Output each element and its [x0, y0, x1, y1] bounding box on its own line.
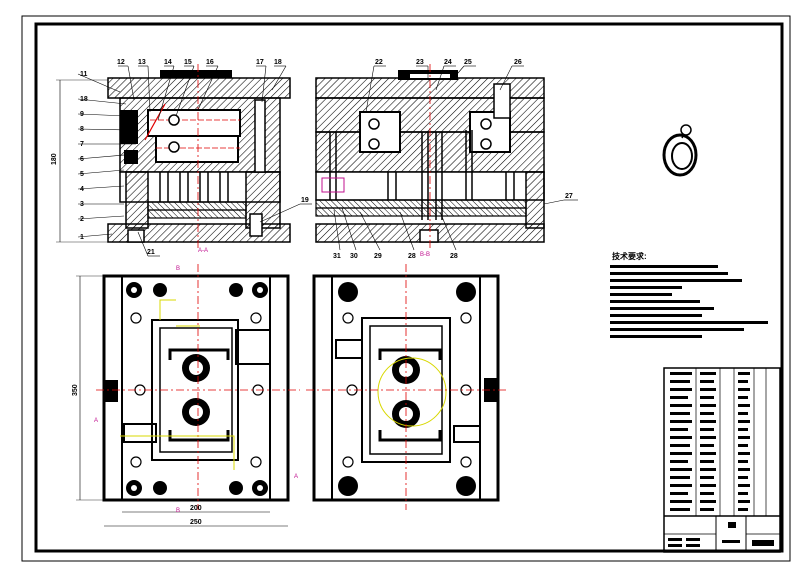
callout-label: 9	[80, 111, 84, 118]
technical-requirements: 技术要求:	[610, 251, 768, 338]
top-right-callout-labels: 22 23 24 25 26	[375, 59, 522, 66]
section-mark-label: B	[176, 508, 180, 514]
callout-label: 18	[274, 59, 282, 66]
callout-label: 29	[374, 253, 382, 260]
section-mark-label: B	[176, 266, 180, 272]
callout-label: 2	[80, 216, 84, 223]
callout-label: 12	[117, 59, 125, 66]
plan-height-dimension: 350	[72, 384, 79, 396]
callout-label: 15	[184, 59, 192, 66]
plan-view-right	[306, 264, 506, 510]
svg-text:A-A: A-A	[198, 248, 208, 254]
svg-text:B-B: B-B	[420, 252, 430, 258]
left-callout-labels: 11 18 9 8 7 6 5 4 3 2 1	[80, 71, 88, 241]
callout-label: 18	[80, 96, 88, 103]
callout-label: 14	[164, 59, 172, 66]
callout-label: 6	[80, 156, 84, 163]
callout-label: 11	[80, 71, 88, 78]
plan-outer-width-dimension: 250	[190, 519, 202, 526]
part-isometric-ring	[662, 124, 698, 177]
plan-inner-width-dimension: 200	[190, 505, 202, 512]
callout-label: 13	[138, 59, 146, 66]
callout-label: 24	[444, 59, 452, 66]
callout-label: 3	[80, 201, 84, 208]
callout-label: 1	[80, 234, 84, 241]
callout-label: 25	[464, 59, 472, 66]
front-section-view: 180 11 18 9 8 7 6 5 4 3 2 1	[51, 59, 312, 257]
top-left-callout-labels: 12 13 14 15 16 17 18	[117, 59, 282, 66]
callout-label: 31	[333, 253, 341, 260]
callout-label: 26	[514, 59, 522, 66]
inner-border	[34, 22, 784, 553]
callout-label: 30	[350, 253, 358, 260]
title-block	[663, 367, 781, 553]
callout-label: 7	[80, 141, 84, 148]
notes-title: 技术要求:	[612, 251, 647, 261]
bottom-right-callout-labels: 31 30 29 28 28	[333, 253, 458, 260]
callout-label: 19	[301, 197, 309, 204]
callout-label: 28	[450, 253, 458, 260]
callout-label: 21	[147, 249, 155, 256]
callout-label: 8	[80, 126, 84, 133]
callout-label: 17	[256, 59, 264, 66]
plan-view-left: 350 200 250 B B A A	[72, 264, 300, 527]
section-mark-label: A	[294, 474, 298, 480]
callout-label: 27	[565, 193, 573, 200]
section-mark-label: A	[94, 418, 98, 424]
callout-label: 28	[408, 253, 416, 260]
callout-label: 5	[80, 171, 84, 178]
callout-label: 4	[80, 186, 84, 193]
callout-label: 23	[416, 59, 424, 66]
outer-border	[21, 15, 791, 562]
vertical-dimension-label: 180	[51, 153, 58, 165]
callout-label: 22	[375, 59, 383, 66]
callout-label: 16	[206, 59, 214, 66]
side-section-view: 22 23 24 25 26 27 31 30 29 28 28 B-B	[315, 59, 578, 260]
